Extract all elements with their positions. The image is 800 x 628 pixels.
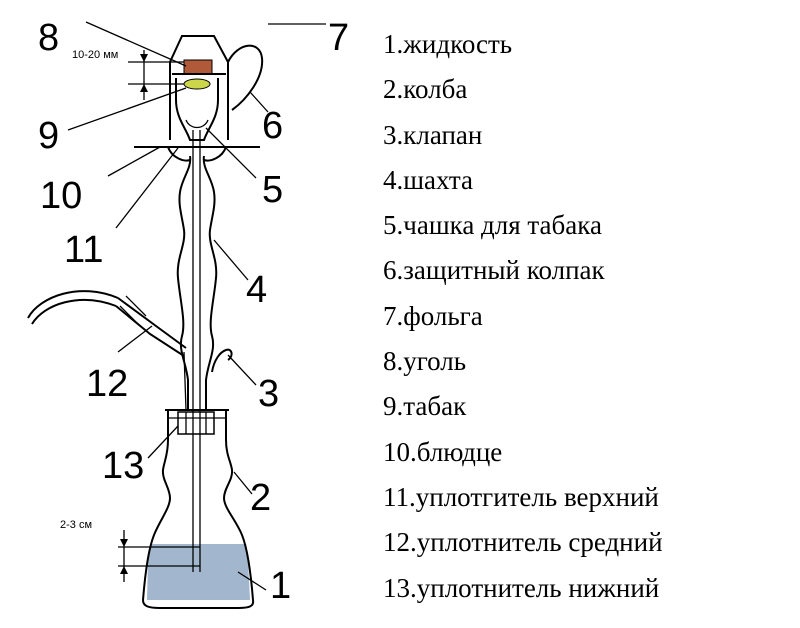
callout-9: 9	[38, 115, 59, 157]
legend-item-lower-seal: 13.уплотнитель нижний	[383, 572, 660, 603]
callout-2: 2	[250, 477, 271, 519]
legend-item-coal: 8.уголь	[383, 346, 467, 377]
legend-item-flask: 2.колба	[383, 74, 468, 105]
liquid	[147, 544, 250, 600]
hose-stem	[183, 351, 187, 411]
callout-1: 1	[270, 565, 291, 607]
dimension-bottom-label: 2-3 см	[60, 519, 92, 531]
dimension-top-label: 10-20 мм	[72, 49, 118, 61]
leader-lines	[67, 21, 326, 591]
legend-item-protective-cap: 6.защитный колпак	[383, 255, 605, 286]
callout-8: 8	[38, 17, 59, 59]
legend-item-liquid: 1.жидкость	[383, 29, 513, 59]
protective-cap	[169, 35, 229, 140]
legend-item-tobacco-bowl: 5.чашка для табака	[383, 210, 602, 241]
cap-handle	[227, 44, 264, 111]
tobacco-bowl	[175, 78, 219, 141]
legend-item-foil: 7.фольга	[383, 300, 483, 331]
saucer-bowl	[167, 146, 227, 162]
upper-seal	[185, 119, 209, 129]
shaft-right-contour	[202, 155, 218, 410]
coal	[183, 59, 213, 75]
callout-11: 11	[64, 229, 103, 271]
tobacco	[183, 78, 211, 90]
dimension-bottom: 2-3 см	[60, 519, 200, 582]
callout-10: 10	[40, 175, 82, 217]
valve	[211, 348, 233, 373]
lower-seal	[177, 411, 215, 435]
hose-connector	[115, 297, 187, 357]
callout-3: 3	[258, 373, 279, 415]
legend-item-saucer: 10.блюдце	[383, 436, 503, 467]
callout-12: 12	[86, 363, 128, 405]
hose	[27, 290, 119, 319]
legend-item-tobacco: 9.табак	[383, 391, 467, 422]
callout-5: 5	[262, 169, 283, 211]
shaft-left-contour	[176, 155, 192, 410]
legend-item-middle-seal: 12.уплотнитель средний	[383, 527, 663, 558]
callout-7: 7	[328, 17, 349, 59]
legend-item-upper-seal: 11.уплотгитель верхний	[383, 481, 659, 512]
legend-item-shaft: 4.шахта	[383, 164, 473, 195]
hose-mouthpiece	[119, 295, 147, 327]
legend-item-valve: 3.клапан	[383, 119, 483, 150]
flask-left-wall	[141, 410, 255, 609]
callout-6: 6	[262, 105, 283, 147]
callout-13: 13	[102, 445, 144, 487]
legend: 1.жидкость 2.колба 3.клапан 4.шахта 5.ча…	[383, 22, 663, 611]
callout-4: 4	[246, 269, 267, 311]
hose-inner	[31, 298, 117, 325]
dimension-top: 10-20 мм	[72, 49, 184, 100]
